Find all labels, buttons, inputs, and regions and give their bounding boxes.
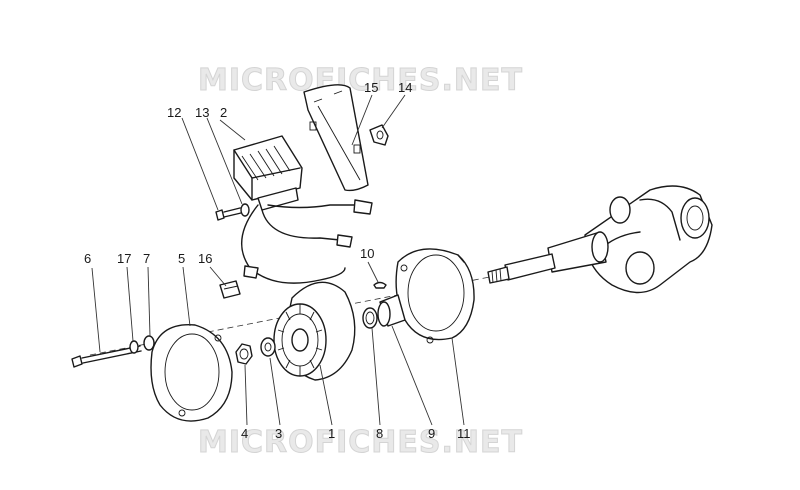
cable-clip bbox=[369, 124, 389, 146]
spacer bbox=[260, 337, 276, 357]
callout-8: 8 bbox=[376, 426, 383, 441]
watermark-top: MICROFICHES.NET bbox=[198, 63, 523, 98]
voltage-regulator bbox=[233, 135, 303, 211]
rotor-flywheel bbox=[273, 281, 356, 381]
stator-housing bbox=[395, 248, 475, 344]
callout-13: 13 bbox=[195, 105, 209, 120]
bushing bbox=[377, 294, 406, 327]
regulator-wiring bbox=[241, 199, 373, 284]
regulator-screw bbox=[215, 207, 242, 221]
wire-connector bbox=[219, 280, 241, 299]
connector-rib bbox=[223, 285, 239, 290]
callout-17: 17 bbox=[117, 251, 131, 266]
callout-3: 3 bbox=[275, 426, 282, 441]
callout-14: 14 bbox=[398, 80, 412, 95]
nut bbox=[235, 343, 253, 365]
callout-4: 4 bbox=[241, 426, 248, 441]
nut-hole bbox=[239, 348, 249, 360]
callout-2: 2 bbox=[220, 105, 227, 120]
regulator-washer bbox=[240, 203, 250, 217]
callout-9: 9 bbox=[428, 426, 435, 441]
o-ring-inner bbox=[365, 311, 375, 325]
callout-5: 5 bbox=[178, 251, 185, 266]
cable-clip-hole bbox=[376, 130, 384, 140]
callout-7: 7 bbox=[143, 251, 150, 266]
callout-10: 10 bbox=[360, 246, 374, 261]
flat-washer bbox=[143, 335, 155, 351]
callout-11: 11 bbox=[457, 426, 471, 441]
spring-washer bbox=[129, 340, 139, 354]
crankshaft bbox=[487, 185, 713, 294]
callout-15: 15 bbox=[364, 80, 378, 95]
callout-1: 1 bbox=[328, 426, 335, 441]
watermark-bottom: MICROFICHES.NET bbox=[198, 425, 523, 460]
front-cover bbox=[150, 324, 233, 422]
leader-lines bbox=[91, 94, 465, 426]
callout-16: 16 bbox=[198, 251, 212, 266]
woodruff-key bbox=[373, 281, 387, 289]
regulator-bracket bbox=[303, 84, 369, 192]
spacer-hole bbox=[264, 342, 272, 352]
o-ring bbox=[362, 307, 378, 329]
callout-12: 12 bbox=[167, 105, 181, 120]
callout-6: 6 bbox=[84, 251, 91, 266]
